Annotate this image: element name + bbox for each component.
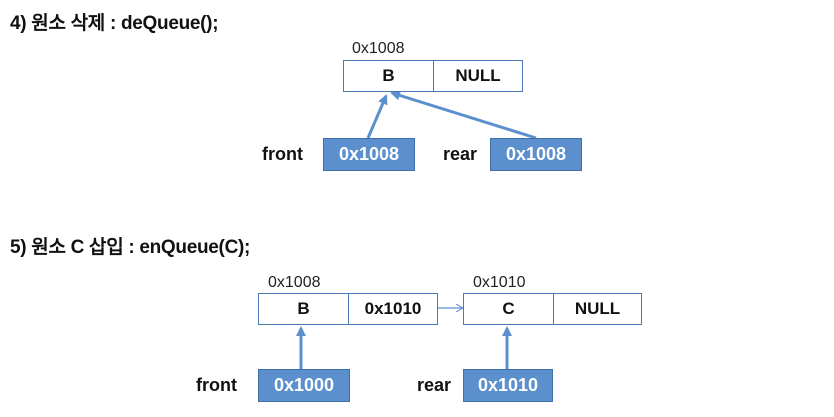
step5-node-c-address: 0x1010	[473, 274, 526, 291]
step5-front-label: front	[196, 375, 237, 395]
node-link-cell: NULL	[433, 61, 522, 91]
node-data-cell: B	[382, 66, 395, 85]
node-data-cell: B	[297, 299, 310, 318]
step5-rear-pointer: 0x1010	[463, 369, 553, 402]
rear-arrow-step4	[390, 90, 537, 140]
step4-front-label: front	[262, 144, 303, 164]
step5-node-b: B 0x1010	[258, 293, 438, 325]
step5-node-b-address: 0x1008	[268, 274, 321, 291]
step4-front-pointer: 0x1008	[323, 138, 415, 171]
step5-node-c: C NULL	[463, 293, 642, 325]
step5-front-pointer: 0x1000	[258, 369, 350, 402]
step5-title: 5) 원소 C 삽입 : enQueue(C);	[10, 237, 251, 258]
step4-node-b: B NULL	[343, 60, 523, 92]
node-data-cell: C	[502, 299, 515, 318]
step5-rear-label: rear	[417, 375, 452, 395]
node-link-cell: NULL	[553, 294, 641, 324]
step4-title: 4) 원소 삭제 : deQueue();	[10, 13, 219, 34]
step4-rear-pointer: 0x1008	[490, 138, 582, 171]
step4-rear-label: rear	[443, 144, 478, 164]
step4-node-b-address: 0x1008	[352, 40, 405, 57]
front-arrow-step4	[366, 94, 388, 139]
node-link-cell: 0x1010	[348, 294, 437, 324]
